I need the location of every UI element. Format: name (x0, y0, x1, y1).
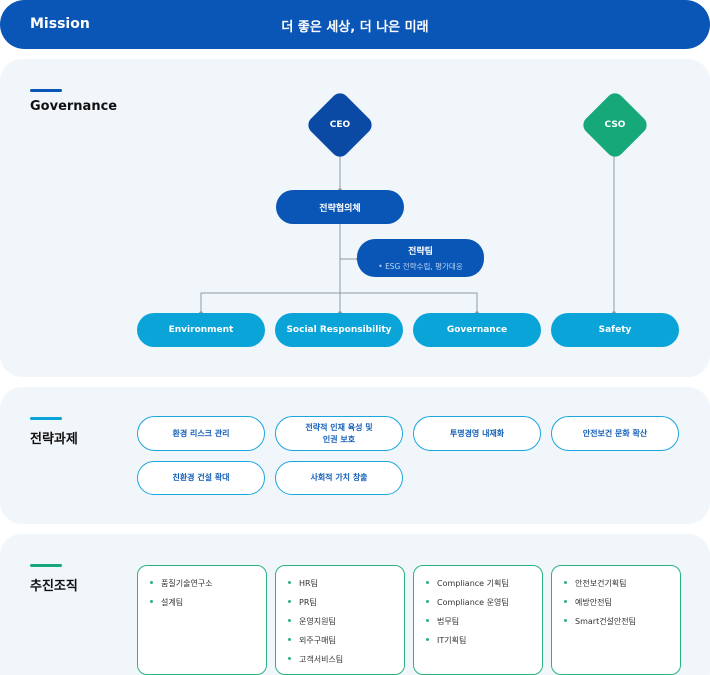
strategy-task-label: 전략적 인재 육성 및 인권 보호 (305, 422, 373, 444)
strategy-team-node: 전략팀 • ESG 전략수립, 평가대응 (357, 239, 484, 277)
strategy-title: 전략과제 (30, 432, 78, 447)
cso-label: CSO (604, 120, 626, 130)
strategy-council-node: 전략협의체 (276, 190, 404, 224)
team-group-governance: Compliance 기획팀 Compliance 운영팀 법무팀 IT기획팀 (413, 565, 543, 675)
committee-label: Environment (168, 325, 234, 335)
team-group-environment: 품질기술연구소 설계팀 (137, 565, 267, 675)
committee-label: Social Responsibility (286, 325, 392, 335)
strategy-task-label: 안전보건 문화 확산 (582, 428, 648, 438)
team-group-social: HR팀 PR팀 운영지원팀 외주구매팀 고객서비스팀 (275, 565, 405, 675)
governance-accent (30, 89, 62, 92)
team-item: HR팀 (288, 578, 404, 589)
team-item: 설계팀 (150, 597, 266, 608)
team-item: Compliance 운영팀 (426, 597, 542, 608)
strategy-panel (0, 387, 710, 524)
strategy-task-label: 사회적 가치 창출 (310, 473, 368, 482)
team-item: 법무팀 (426, 616, 542, 627)
team-item: 안전보건기획팀 (564, 578, 680, 589)
team-group-safety: 안전보건기획팀 예방안전팀 Smart건설안전팀 (551, 565, 681, 675)
committee-label: Safety (598, 325, 632, 335)
strategy-task-label: 투명경영 내재화 (449, 428, 505, 438)
organization-accent (30, 564, 62, 567)
team-item: Compliance 기획팀 (426, 578, 542, 589)
team-item: 품질기술연구소 (150, 578, 266, 589)
team-item: PR팀 (288, 597, 404, 608)
governance-title: Governance (30, 99, 118, 114)
committee-safety: Safety (551, 313, 679, 347)
ceo-label: CEO (329, 120, 351, 130)
strategy-team-detail: • ESG 전략수립, 평가대응 (378, 262, 463, 271)
strategy-task: 전략적 인재 육성 및 인권 보호 (275, 416, 403, 451)
team-item: Smart건설안전팀 (564, 616, 680, 627)
team-item: 고객서비스팀 (288, 654, 404, 665)
strategy-council-label: 전략협의체 (319, 203, 361, 214)
strategy-task: 안전보건 문화 확산 (551, 416, 679, 451)
team-item: IT기획팀 (426, 635, 542, 646)
committee-governance: Governance (413, 313, 541, 347)
strategy-task-label: 친환경 건설 확대 (172, 473, 230, 482)
strategy-task: 친환경 건설 확대 (137, 461, 265, 495)
team-item: 예방안전팀 (564, 597, 680, 608)
strategy-task: 사회적 가치 창출 (275, 461, 403, 495)
team-item: 외주구매팀 (288, 635, 404, 646)
strategy-team-label: 전략팀 (408, 247, 433, 257)
strategy-task: 투명경영 내재화 (413, 416, 541, 451)
strategy-task-label: 환경 리스크 관리 (172, 428, 230, 438)
team-item: 운영지원팀 (288, 616, 404, 627)
strategy-task: 환경 리스크 관리 (137, 416, 265, 451)
mission-statement: 더 좋은 세상, 더 나은 미래 (281, 20, 429, 35)
committee-environment: Environment (137, 313, 265, 347)
organization-title: 추진조직 (30, 579, 78, 594)
committee-label: Governance (446, 325, 508, 335)
strategy-accent (30, 417, 62, 420)
mission-bar: Mission 더 좋은 세상, 더 나은 미래 (0, 0, 710, 49)
committee-social-responsibility: Social Responsibility (275, 313, 403, 347)
mission-label: Mission (30, 16, 90, 32)
